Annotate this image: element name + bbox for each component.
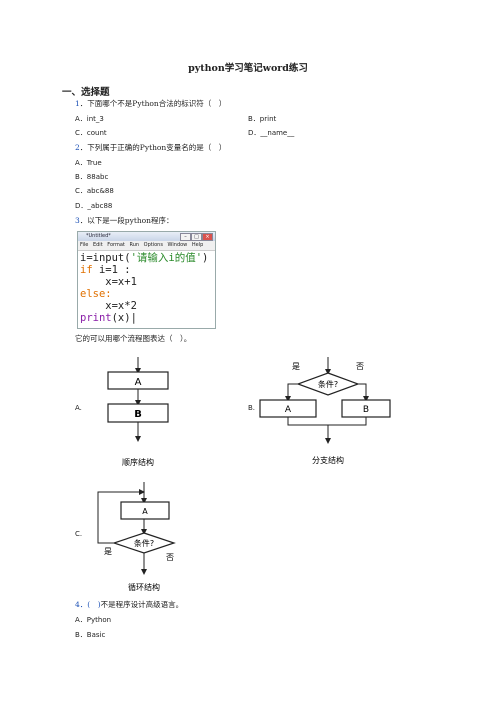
question-number: 2 xyxy=(75,143,80,152)
question-3: 3．以下是一段python程序： xyxy=(75,216,174,225)
doc-title: python学习笔记word练习 xyxy=(188,63,308,74)
option: D．__name__ xyxy=(248,129,295,137)
flow-box-b: B xyxy=(134,409,142,420)
question-3-prompt: 它的可以用哪个流程图表达（ ）。 xyxy=(75,334,192,343)
option: B．print xyxy=(248,115,277,123)
menu-window: Window xyxy=(167,242,188,248)
loop-no-label: 否 xyxy=(166,553,174,562)
option-a-label: A. xyxy=(75,404,82,412)
window-title: *Untitled* xyxy=(86,233,111,239)
question-number: 1 xyxy=(75,99,80,108)
question-text: 以下是一段python程序： xyxy=(87,216,174,225)
question-text: 不是程序设计高级语言。 xyxy=(100,600,184,609)
section-heading: 一、选择题 xyxy=(62,87,110,98)
flowchart-loop: A 条件? 是 否 循环结构 xyxy=(97,482,176,592)
branch-box-a: A xyxy=(285,405,292,415)
option: D．_abc88 xyxy=(75,202,113,210)
loop-box-a: A xyxy=(142,507,148,516)
maximize-icon: □ xyxy=(191,233,202,241)
menu-run: Run xyxy=(129,242,140,248)
question-1: 1．下面哪个不是Python合法的标识符（ ） xyxy=(75,99,227,108)
caption-loop: 循环结构 xyxy=(128,582,160,592)
branch-box-b: B xyxy=(363,405,369,415)
question-4: 4．( )不是程序设计高级语言。 xyxy=(75,599,183,610)
branch-condition: 条件? xyxy=(318,379,338,389)
menu-options: Options xyxy=(143,242,163,248)
menu-help: Help xyxy=(191,242,204,248)
option: A．int_3 xyxy=(75,115,104,123)
option-b-label: B. xyxy=(248,404,256,412)
menu-bar: File Edit Format Run Options Window Help xyxy=(78,241,215,251)
branch-yes-label: 是 xyxy=(292,362,300,371)
option: C．count xyxy=(75,129,107,137)
window-titlebar: *Untitled* – □ × xyxy=(78,232,215,241)
question-text: 下列属于正确的Python变量名的是（ ） xyxy=(87,143,227,152)
question-2: 2．下列属于正确的Python变量名的是（ ） xyxy=(75,143,227,152)
option-c-label: C. xyxy=(75,530,83,538)
menu-edit: Edit xyxy=(92,242,103,248)
code-text: i=input('请输入i的值') if i=1 : x=x+1 else: x… xyxy=(80,252,209,324)
code-screenshot: *Untitled* – □ × File Edit Format Run Op… xyxy=(77,231,216,329)
option: A．Python xyxy=(75,616,112,624)
menu-file: File xyxy=(80,242,89,248)
loop-yes-label: 是 xyxy=(104,547,112,556)
question-number: 4．( ) xyxy=(75,600,101,609)
flowchart-sequence: A B 顺序结构 xyxy=(107,357,169,467)
branch-no-label: 否 xyxy=(356,362,364,371)
question-text: 下面哪个不是Python合法的标识符（ ） xyxy=(87,99,227,108)
flowchart-branch: 是 否 条件? A B 分支结构 xyxy=(259,357,391,465)
menu-format: Format xyxy=(107,242,125,248)
option: C．abc&88 xyxy=(75,187,114,195)
caption-branch: 分支结构 xyxy=(312,455,344,465)
flow-box-a: A xyxy=(135,377,142,388)
caption-sequence: 顺序结构 xyxy=(122,457,154,467)
option: B．88abc xyxy=(75,173,109,181)
close-icon: × xyxy=(202,233,213,241)
loop-condition: 条件? xyxy=(134,538,154,548)
option: B．Basic xyxy=(75,631,106,639)
question-number: 3 xyxy=(75,216,80,225)
option: A．True xyxy=(75,159,102,167)
minimize-icon: – xyxy=(180,233,191,241)
